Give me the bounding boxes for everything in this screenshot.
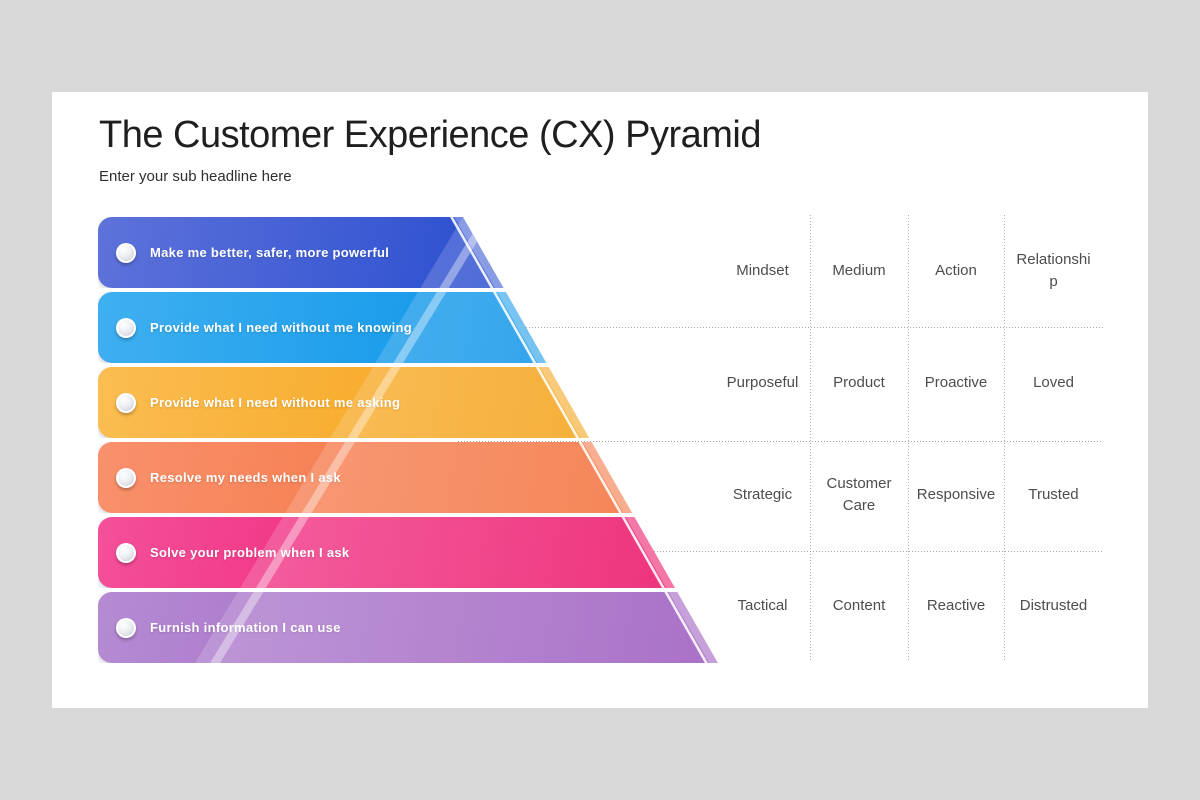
table-cell-text: Purposeful (726, 373, 799, 391)
table-cell-text: Responsive (916, 485, 996, 503)
table-cell: Product (810, 327, 908, 439)
pyramid-level-3: Provide what I need without me asking (98, 367, 590, 438)
table-cell: Medium (810, 215, 908, 327)
slide-card: The Customer Experience (CX) Pyramid Ent… (52, 92, 1148, 708)
table-cell: Action (908, 215, 1004, 327)
table-cell: Responsive (908, 439, 1004, 551)
pyramid-level-5: Solve your problem when I ask (98, 517, 675, 588)
table-cell-text: Strategic (732, 485, 793, 503)
pyramid-level-label: Solve your problem when I ask (150, 545, 350, 560)
table-cell: Distrusted (1004, 551, 1103, 662)
table-cell: Mindset (715, 215, 810, 327)
table-cell-text: Proactive (924, 373, 988, 391)
table-cell-text: Customer Care (826, 474, 892, 515)
table-cell-text: Relationship (1016, 250, 1091, 291)
table-cell: Purposeful (715, 327, 810, 439)
table-cell-text: Content (832, 597, 886, 615)
table-cell: Strategic (715, 439, 810, 551)
table-cell-text: Action (935, 261, 977, 279)
cx-pyramid: Make me better, safer, more powerful Pro… (98, 217, 758, 673)
table-cell-text: Reactive (926, 597, 986, 615)
bullet-sphere-icon (116, 542, 136, 563)
column-divider-dotted-line (810, 215, 811, 662)
pyramid-level-label: Provide what I need without me knowing (150, 320, 413, 335)
table-cell: Content (810, 551, 908, 662)
table-cell: Proactive (908, 327, 1004, 439)
page-subtitle: Enter your sub headline here (99, 168, 292, 185)
table-cell: Loved (1004, 327, 1103, 439)
table-cell-text: Loved (1033, 373, 1074, 391)
bullet-sphere-icon (116, 317, 136, 338)
table-cell: Tactical (715, 551, 810, 662)
pyramid-level-label: Furnish information I can use (150, 620, 341, 635)
column-divider-dotted-line (1004, 215, 1005, 662)
table-cell: Trusted (1004, 439, 1103, 551)
pyramid-level-6: Furnish information I can use (98, 592, 718, 663)
pyramid-level-1: Make me better, safer, more powerful (98, 217, 504, 288)
bullet-sphere-icon (116, 392, 136, 413)
table-cell: Relationship (1004, 215, 1103, 327)
bullet-sphere-icon (116, 242, 136, 263)
column-divider-dotted-line (908, 215, 909, 662)
table-cell-text: Mindset (736, 261, 789, 279)
table-cell-text: Product (833, 373, 885, 391)
row-divider-dotted-line (654, 551, 1103, 552)
row-divider-dotted-line (526, 327, 1103, 328)
table-cell-text: Distrusted (1019, 597, 1088, 615)
table-cell-text: Medium (832, 261, 886, 279)
row-divider-dotted-line (458, 441, 1103, 442)
pyramid-level-label: Resolve my needs when I ask (150, 470, 341, 485)
attributes-table: Mindset Medium Action Relationship Purpo… (715, 215, 1103, 662)
pyramid-level-2: Provide what I need without me knowing (98, 292, 547, 363)
table-cell-text: Trusted (1028, 485, 1079, 503)
page-title: The Customer Experience (CX) Pyramid (99, 114, 762, 156)
pyramid-level-4: Resolve my needs when I ask (98, 442, 633, 513)
table-cell: Reactive (908, 551, 1004, 662)
pyramid-level-label: Provide what I need without me asking (150, 395, 401, 410)
table-cell: Customer Care (810, 439, 908, 551)
bullet-sphere-icon (116, 467, 136, 488)
bullet-sphere-icon (116, 617, 136, 638)
table-cell-text: Tactical (737, 597, 788, 615)
pyramid-level-label: Make me better, safer, more powerful (150, 245, 390, 260)
